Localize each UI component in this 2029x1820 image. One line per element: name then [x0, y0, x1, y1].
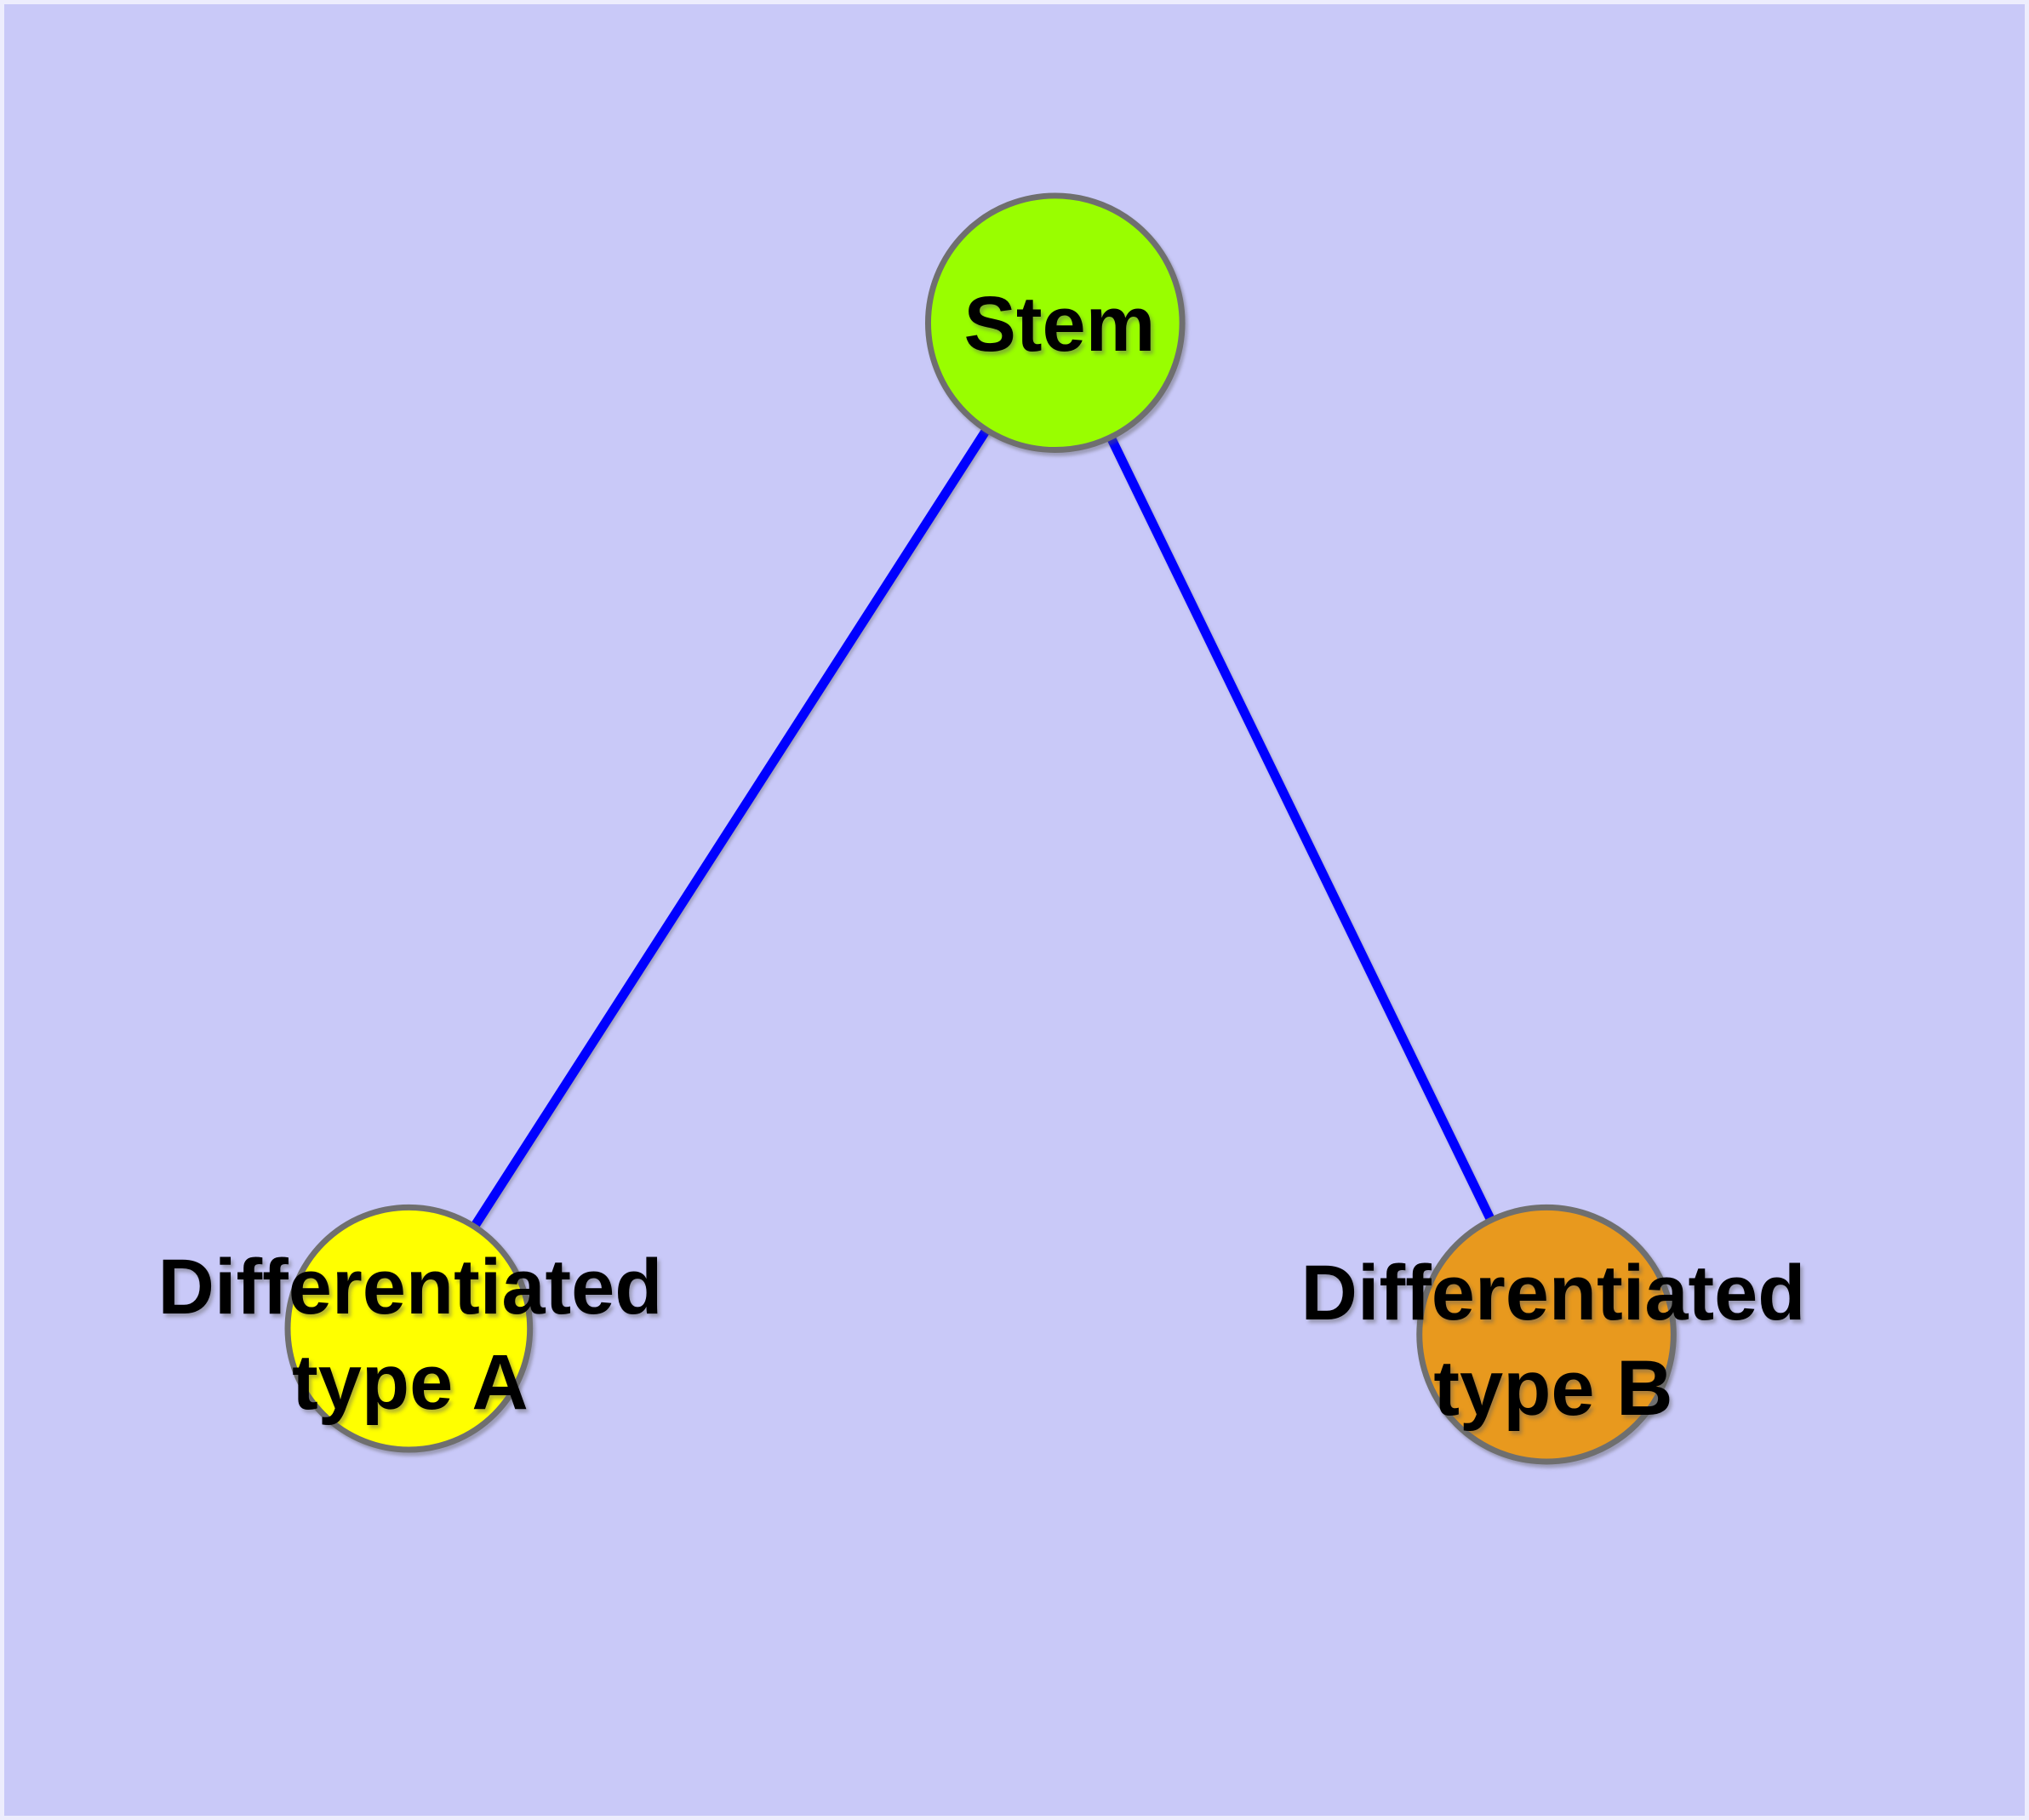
node-stem[interactable] — [924, 192, 1186, 454]
node-differentiated-type-a[interactable] — [284, 1204, 534, 1453]
graph-drawing — [284, 192, 1677, 1465]
edge-stem-to-type-b — [1050, 318, 1552, 1340]
node-differentiated-type-b[interactable] — [1416, 1204, 1677, 1465]
edge-stem-to-type-a — [403, 318, 1060, 1334]
